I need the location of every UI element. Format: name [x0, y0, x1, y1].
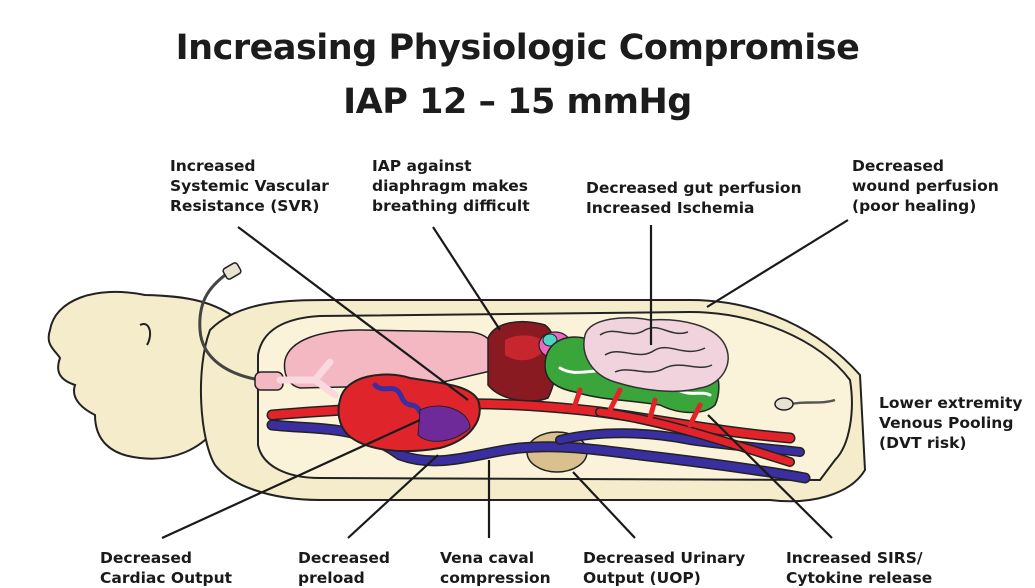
label-vena-line: compression [440, 568, 551, 588]
label-venous-line: Venous Pooling [879, 413, 1022, 433]
label-preload: Decreased preload [298, 548, 390, 588]
label-preload-line: preload [298, 568, 390, 588]
label-diaphragm-line: breathing difficult [372, 196, 530, 216]
label-cardiac-line: Decreased [100, 548, 232, 568]
label-urinary-line: Decreased Urinary [583, 548, 745, 568]
label-svr-line: Systemic Vascular [170, 176, 329, 196]
label-venous-line: Lower extremity [879, 393, 1022, 413]
label-venous-line: (DVT risk) [879, 433, 1022, 453]
pointer-wound [707, 220, 848, 307]
label-wound-line: wound perfusion [852, 176, 999, 196]
label-vena-line: Vena caval [440, 548, 551, 568]
catheter-tip [775, 398, 793, 410]
label-preload-line: Decreased [298, 548, 390, 568]
label-venous: Lower extremity Venous Pooling (DVT risk… [879, 393, 1022, 453]
label-svr-line: Increased [170, 156, 329, 176]
label-diaphragm-line: IAP against [372, 156, 530, 176]
label-wound-line: Decreased [852, 156, 999, 176]
label-diaphragm: IAP against diaphragm makes breathing di… [372, 156, 530, 216]
label-wound: Decreased wound perfusion (poor healing) [852, 156, 999, 216]
label-sirs-line: Cytokine release [786, 568, 932, 588]
label-sirs-line: Increased SIRS/ [786, 548, 932, 568]
label-diaphragm-line: diaphragm makes [372, 176, 530, 196]
label-cardiac: Decreased Cardiac Output [100, 548, 232, 588]
label-urinary: Decreased Urinary Output (UOP) [583, 548, 745, 588]
label-urinary-line: Output (UOP) [583, 568, 745, 588]
label-gut-line: Decreased gut perfusion [586, 178, 802, 198]
label-svr-line: Resistance (SVR) [170, 196, 329, 216]
label-sirs: Increased SIRS/ Cytokine release [786, 548, 932, 588]
label-cardiac-line: Cardiac Output [100, 568, 232, 588]
label-svr: Increased Systemic Vascular Resistance (… [170, 156, 329, 216]
label-gut: Decreased gut perfusion Increased Ischem… [586, 178, 802, 218]
tube-connector [222, 262, 242, 280]
label-gut-line: Increased Ischemia [586, 198, 802, 218]
label-wound-line: (poor healing) [852, 196, 999, 216]
label-vena: Vena caval compression [440, 548, 551, 588]
